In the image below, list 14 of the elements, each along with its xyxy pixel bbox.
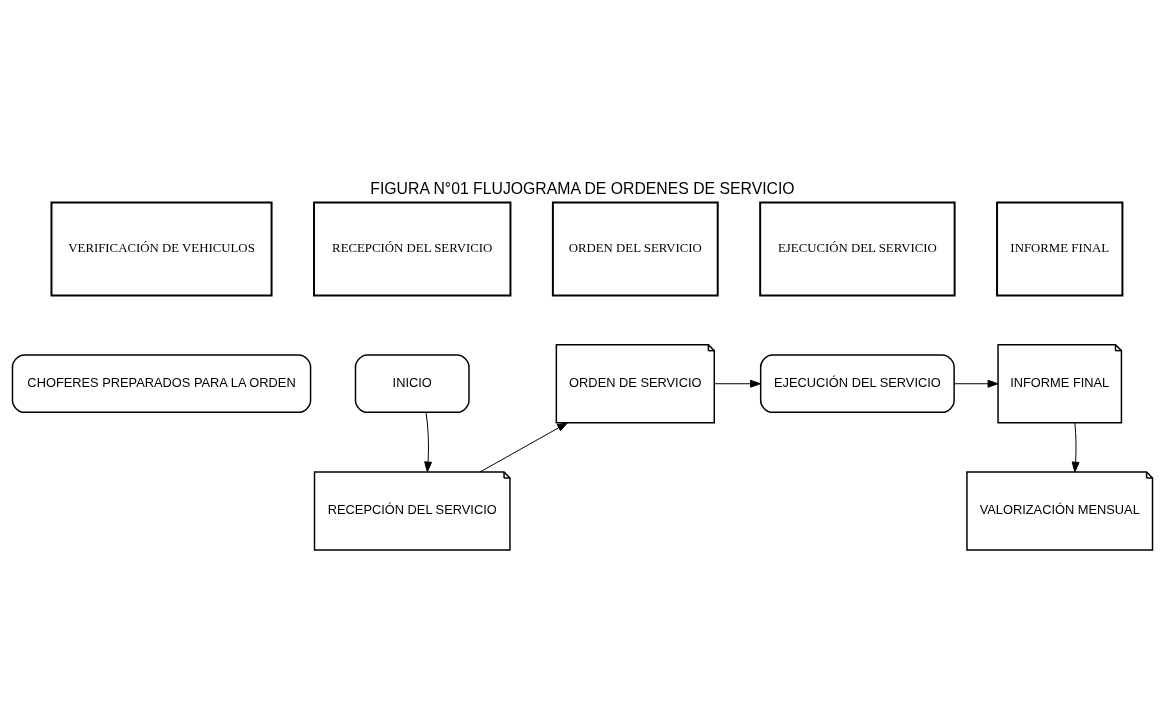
node-box: RECEPCIÓN DEL SERVICIO bbox=[313, 201, 512, 297]
node-box: EJECUCIÓN DEL SERVICIO bbox=[759, 354, 955, 414]
node-box: CHOFERES PREPARADOS PARA LA ORDEN bbox=[11, 354, 312, 414]
node-box: INICIO bbox=[354, 354, 470, 414]
arrow bbox=[953, 379, 999, 388]
arrow bbox=[424, 412, 433, 473]
arrow bbox=[479, 422, 568, 473]
node-box: ORDEN DEL SERVICIO bbox=[551, 201, 719, 297]
diagram-title: FIGURA N°01 FLUJOGRAMA DE ORDENES DE SERVICIO bbox=[370, 179, 795, 197]
arrow bbox=[1071, 422, 1080, 473]
node-box: EJECUCIÓN DEL SERVICIO bbox=[759, 201, 956, 297]
node-box: VERIFICACIÓN DE VEHICULOS bbox=[50, 201, 273, 297]
arrow bbox=[714, 379, 761, 388]
node-box: INFORME FINAL bbox=[996, 201, 1124, 297]
